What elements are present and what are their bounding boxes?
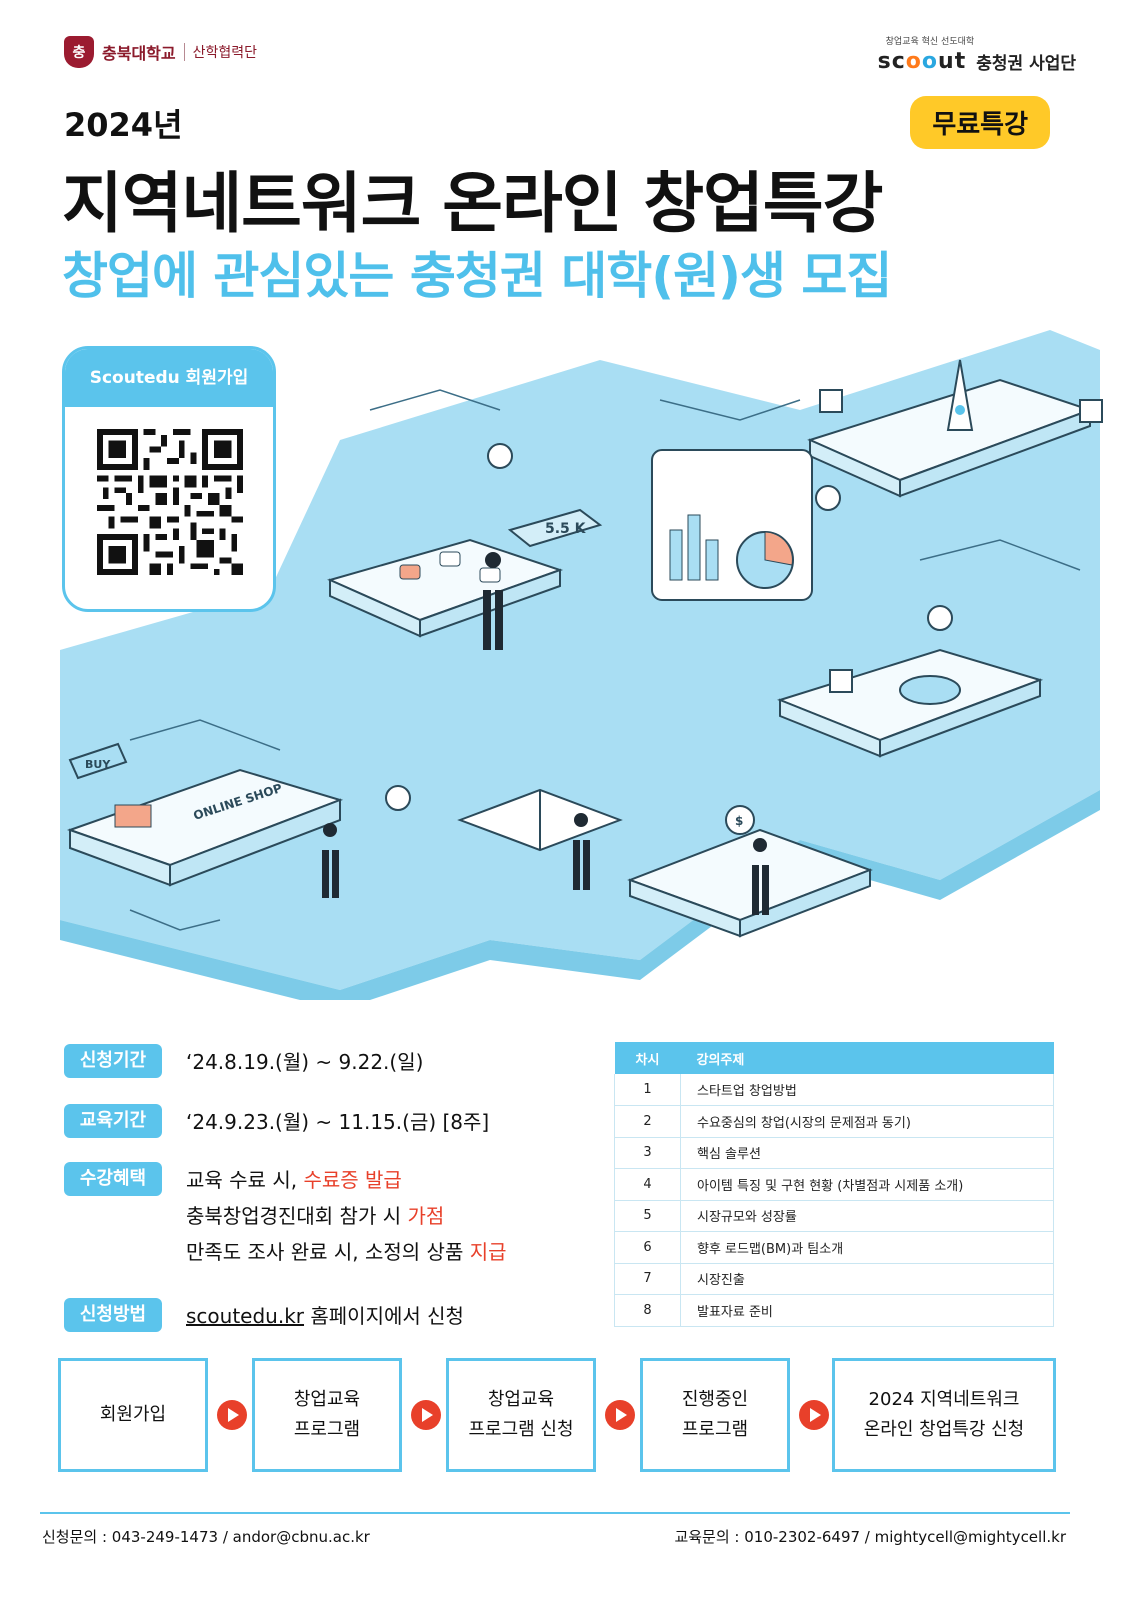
scout-tagline: 창업교육 혁신 선도대학: [885, 37, 975, 47]
step-signup: 회원가입: [58, 1358, 208, 1472]
apply-period-text: ‘24.8.19.(월) ~ 9.22.(일): [186, 1050, 424, 1074]
scout-wordmark: scoout: [877, 49, 967, 74]
apply-period-tag: 신청기간: [64, 1044, 162, 1078]
arrow-right-icon: [411, 1400, 441, 1430]
apply-period-row: 신청기간 ‘24.8.19.(월) ~ 9.22.(일): [64, 1044, 423, 1080]
university-emblem-icon: 충: [64, 36, 94, 68]
benefits-tag: 수강혜택: [64, 1162, 162, 1196]
edu-period-tag: 교육기간: [64, 1104, 162, 1138]
certificate-highlight: 수료증 발급: [303, 1168, 402, 1192]
bonus-highlight: 가점: [407, 1204, 445, 1228]
scoutedu-link[interactable]: scoutedu.kr: [186, 1304, 305, 1328]
views-label: 5.5 K: [545, 521, 587, 537]
buy-label: BUY: [85, 758, 111, 771]
university-dept: 산학협력단: [192, 45, 258, 61]
method-tag: 신청방법: [64, 1298, 162, 1332]
prize-highlight: 지급: [469, 1240, 507, 1264]
method-row: 신청방법 scoutedu.kr 홈페이지에서 신청: [64, 1298, 464, 1334]
edu-contact: 교육문의 : 010-2302-6497 / mightycell@mighty…: [674, 1528, 1066, 1546]
apply-contact: 신청문의 : 043-249-1473 / andor@cbnu.ac.kr: [42, 1528, 370, 1546]
scout-org-name: 충청권 사업단: [976, 54, 1076, 74]
col-topic: 강의주제: [680, 1042, 1054, 1074]
cbnu-logo: 충 충북대학교 산학협력단: [64, 36, 257, 68]
footer-divider: [40, 1512, 1070, 1514]
method-text: 홈페이지에서 신청: [304, 1304, 464, 1328]
year-label: 2024년: [64, 106, 183, 144]
divider: [183, 43, 185, 61]
free-lecture-badge: 무료특강: [910, 96, 1050, 149]
coin-label: $: [735, 814, 743, 828]
arrow-right-icon: [217, 1400, 247, 1430]
qr-signup-card[interactable]: Scoutedu 회원가입: [62, 346, 276, 612]
page-title: 지역네트워크 온라인 창업특강: [62, 165, 883, 242]
col-session: 차시: [614, 1042, 681, 1074]
qr-code-icon[interactable]: [97, 429, 243, 575]
arrow-right-icon: [605, 1400, 635, 1430]
page-subtitle: 창업에 관심있는 충청권 대학(원)생 모집: [62, 247, 892, 305]
qr-heading: Scoutedu 회원가입: [65, 349, 273, 407]
startup-illustration: 5.5 K ONLINE SHOP BUY $: [40, 320, 1110, 1010]
scout-logo: 창업교육 혁신 선도대학 scoout 충청권 사업단: [878, 34, 1076, 74]
edu-period-row: 교육기간 ‘24.9.23.(월) ~ 11.15.(금) [8주]: [64, 1104, 489, 1140]
university-name: 충북대학교: [102, 44, 176, 63]
benefits-row: 수강혜택 교육 수료 시, 수료증 발급 충북창업경진대회 참가 시 가점 만족…: [64, 1162, 507, 1270]
edu-period-text: ‘24.9.23.(월) ~ 11.15.(금) [8주]: [186, 1110, 490, 1134]
arrow-right-icon: [799, 1400, 829, 1430]
benefits-text: 교육 수료 시, 수료증 발급 충북창업경진대회 참가 시 가점 만족도 조사 …: [186, 1168, 507, 1264]
